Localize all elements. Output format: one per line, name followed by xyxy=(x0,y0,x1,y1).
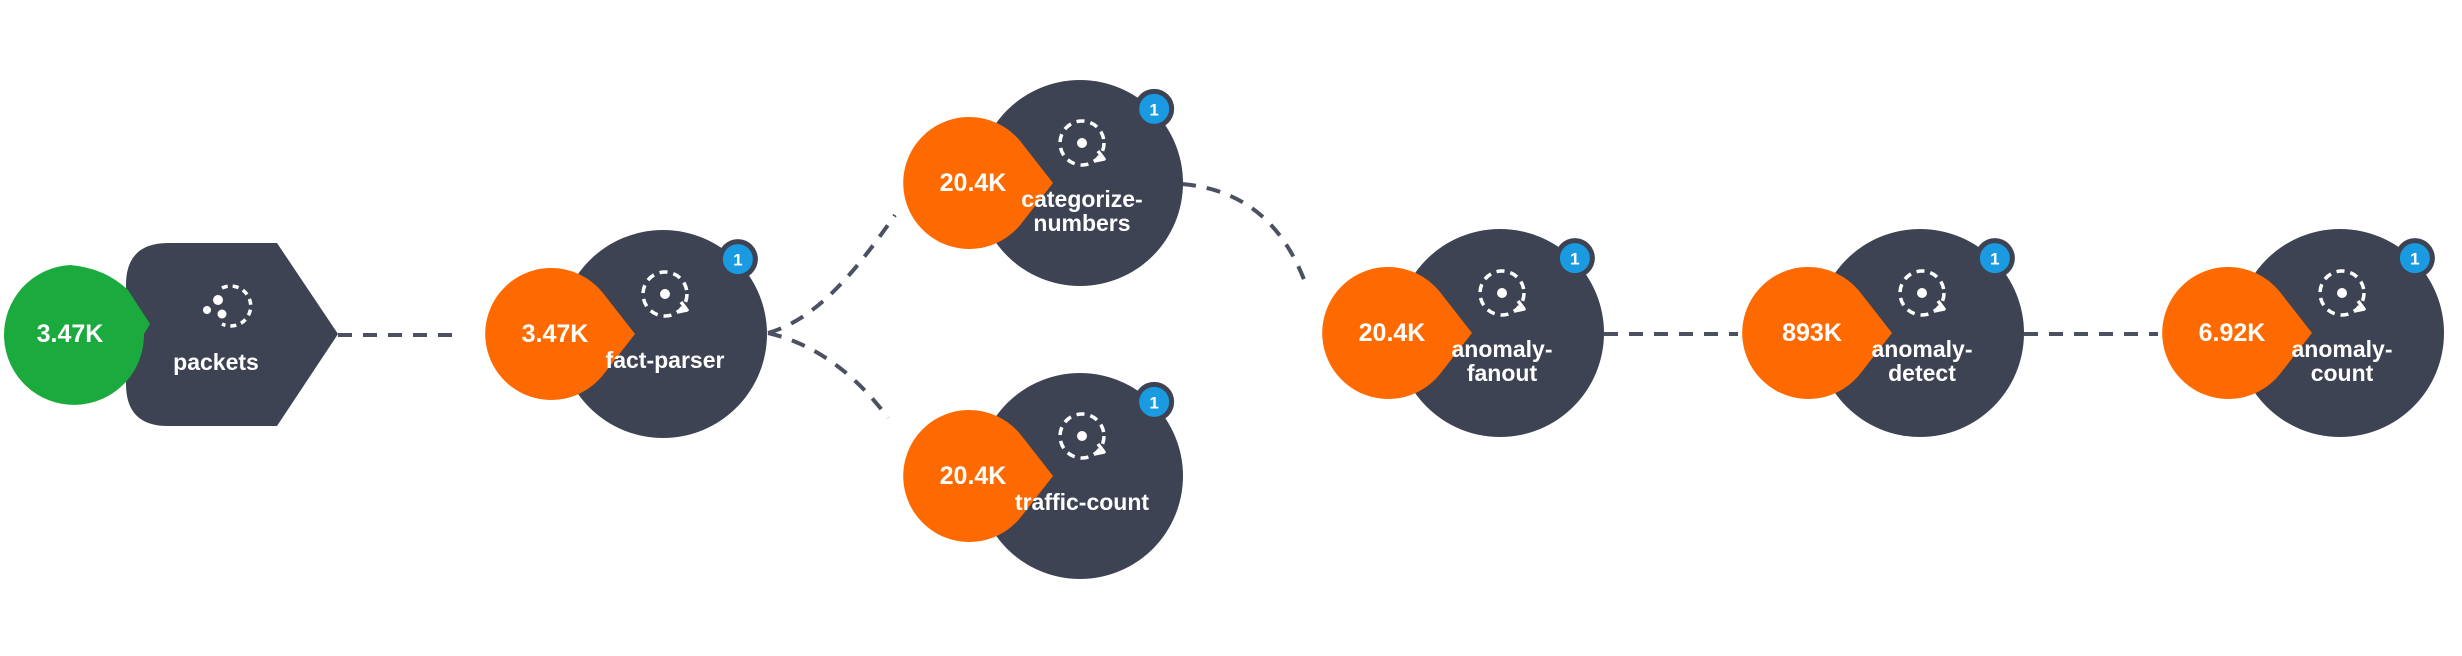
processor-label-line: detect xyxy=(1888,360,1956,386)
processor-cycle-icon xyxy=(2318,269,2366,317)
processor-nodes: 3.47K fact-parser 1 20.4K categorize-numbers… xyxy=(485,80,2444,579)
badge-count: 1 xyxy=(1990,250,1999,269)
badge-count: 1 xyxy=(1570,250,1579,269)
processor-node-categorize-numbers[interactable]: 20.4K categorize-numbers 1 xyxy=(903,80,1183,286)
badge-fill xyxy=(1139,386,1170,417)
processor-metric-bubble xyxy=(903,116,1053,249)
source-metric-bubble xyxy=(4,265,151,405)
processor-cycle-icon xyxy=(641,270,689,318)
processor-cycle-icon xyxy=(1058,412,1106,460)
processor-metric: 20.4K xyxy=(1322,266,1472,399)
processor-metric-bubble xyxy=(2162,266,2312,399)
edge-fact-parser-categorize-numbers xyxy=(767,213,897,335)
processor-metric: 6.92K xyxy=(2162,266,2312,399)
processor-node-traffic-count[interactable]: 20.4K traffic-count 1 xyxy=(903,373,1183,579)
instance-count-badge[interactable]: 1 xyxy=(717,239,758,280)
source-metric-value: 3.47K xyxy=(37,320,104,348)
processor-node-anomaly-count[interactable]: 6.92K anomaly-count 1 xyxy=(2162,229,2444,437)
badge-fill xyxy=(722,244,753,275)
instance-count-badge[interactable]: 1 xyxy=(1134,88,1175,129)
processor-metric: 20.4K xyxy=(903,409,1053,542)
processor-metric-value: 893K xyxy=(1782,319,1842,347)
source-dots-icon xyxy=(203,284,253,328)
badge-count: 1 xyxy=(1149,100,1158,119)
processor-label-line: traffic-count xyxy=(1015,489,1150,515)
processor-label-line: anomaly- xyxy=(2292,336,2393,362)
badge-count: 1 xyxy=(733,251,742,270)
source-node-body xyxy=(126,243,338,426)
processor-label-line: anomaly- xyxy=(1452,336,1553,362)
processor-metric-bubble xyxy=(485,267,635,400)
processor-metric-value: 3.47K xyxy=(522,320,589,348)
processor-node-body xyxy=(1396,229,1604,437)
processor-node-body xyxy=(1816,229,2024,437)
processor-label-line: categorize- xyxy=(1021,186,1142,212)
badge-fill xyxy=(1979,243,2010,274)
processor-metric-bubble xyxy=(903,409,1053,542)
instance-count-badge[interactable]: 1 xyxy=(2394,238,2435,279)
processor-cycle-icon xyxy=(1898,269,1946,317)
source-node-packets[interactable]: 3.47K packets xyxy=(4,243,338,426)
processor-metric-value: 20.4K xyxy=(940,462,1007,490)
processor-metric: 893K xyxy=(1742,266,1892,399)
processor-metric: 3.47K xyxy=(485,267,635,400)
instance-count-badge[interactable]: 1 xyxy=(1134,381,1175,422)
processor-metric-value: 6.92K xyxy=(2199,319,2266,347)
processor-label-line: anomaly- xyxy=(1872,336,1973,362)
instance-count-badge[interactable]: 1 xyxy=(1974,238,2015,279)
edges xyxy=(338,182,2158,420)
processor-label-line: numbers xyxy=(1033,210,1130,236)
processor-node-anomaly-detect[interactable]: 893K anomaly-detect 1 xyxy=(1742,229,2024,437)
badge-fill xyxy=(2399,243,2430,274)
processor-node-body xyxy=(2236,229,2444,437)
badge-count: 1 xyxy=(1149,393,1158,412)
processor-node-fact-parser[interactable]: 3.47K fact-parser 1 xyxy=(485,230,767,438)
edge-categorize-numbers-anomaly-fanout xyxy=(1181,182,1307,283)
processor-label-line: fanout xyxy=(1467,360,1538,386)
processor-metric: 20.4K xyxy=(903,116,1053,249)
source-metric: 3.47K xyxy=(4,265,151,405)
processor-cycle-icon xyxy=(1478,269,1526,317)
processor-label-line: count xyxy=(2311,360,2374,386)
processor-node-body xyxy=(559,230,767,438)
source-node-label: packets xyxy=(173,349,259,375)
instance-count-badge[interactable]: 1 xyxy=(1554,238,1595,279)
badge-fill xyxy=(1559,243,1590,274)
processor-node-body xyxy=(977,373,1183,579)
edge-fact-parser-traffic-count xyxy=(767,331,890,420)
processor-metric-bubble xyxy=(1742,266,1892,399)
processor-metric-value: 20.4K xyxy=(940,169,1007,197)
processor-label-line: fact-parser xyxy=(606,347,725,373)
badge-count: 1 xyxy=(2410,250,2419,269)
processor-cycle-icon xyxy=(1058,119,1106,167)
badge-fill xyxy=(1139,93,1170,124)
processor-metric-bubble xyxy=(1322,266,1472,399)
processor-metric-value: 20.4K xyxy=(1359,319,1426,347)
processor-node-body xyxy=(977,80,1183,286)
processor-node-anomaly-fanout[interactable]: 20.4K anomaly-fanout 1 xyxy=(1322,229,1604,437)
